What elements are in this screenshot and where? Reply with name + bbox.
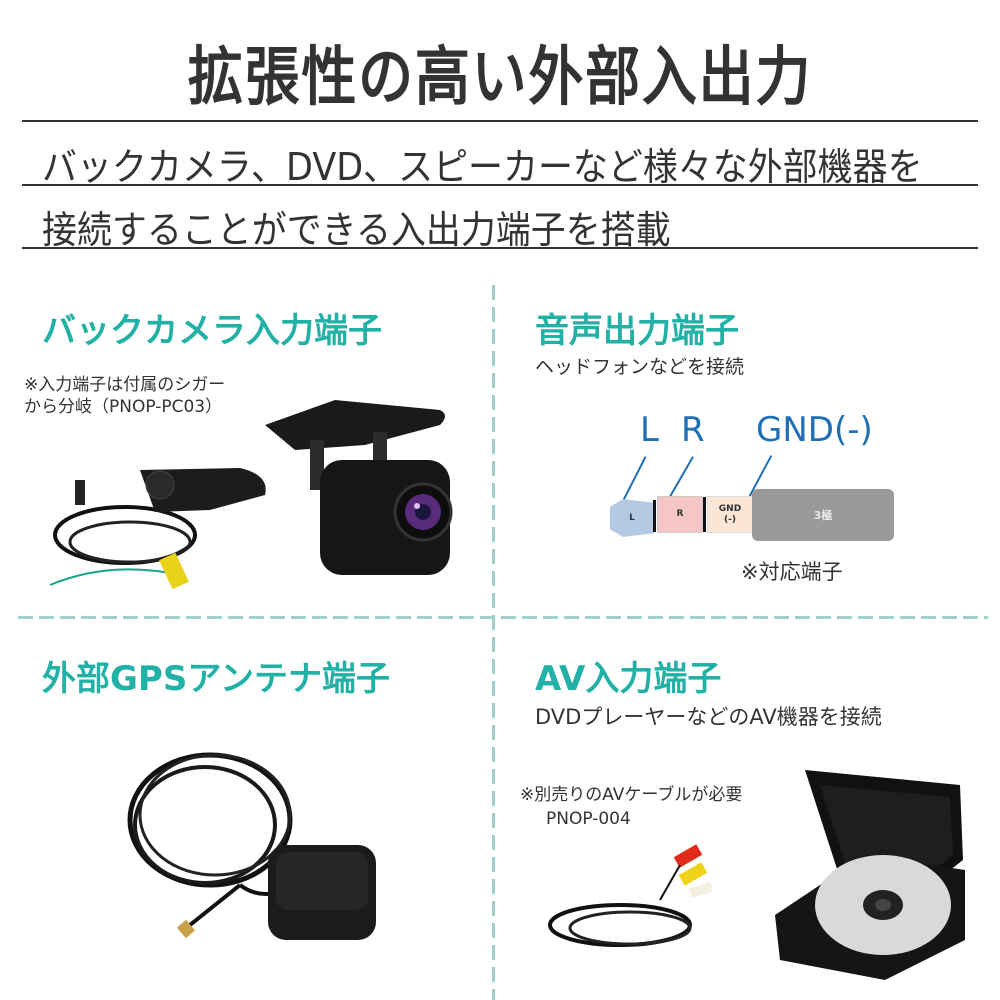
- divider: [22, 184, 978, 186]
- section-subtitle: ヘッドフォンなどを接続: [535, 356, 745, 378]
- leader-line-l: [621, 456, 647, 504]
- lead-text-line-1: バックカメラ、DVD、スピーカーなど様々な外部機器を: [42, 145, 923, 189]
- section-title: 音声出力端子: [535, 311, 739, 351]
- note-line-2: から分岐（PNOP-PC03）: [24, 397, 223, 417]
- page-title: 拡張性の高い外部入出力: [187, 41, 813, 115]
- label-r: R: [681, 410, 705, 450]
- segment-gnd-label: GND: [718, 503, 742, 514]
- horizontal-dashed-divider: [18, 616, 988, 619]
- section-title: AV入力端子: [535, 659, 722, 699]
- divider: [22, 120, 978, 122]
- segment-r: R: [657, 496, 703, 533]
- segment-gnd: GND (-): [707, 496, 753, 533]
- section-subtitle: DVDプレーヤーなどのAV機器を接続: [535, 705, 882, 729]
- label-gnd: GND(-): [756, 410, 873, 450]
- plug-body: 3極: [752, 489, 894, 541]
- note-line-2: PNOP-004: [546, 809, 631, 829]
- insulator-ring: [653, 500, 656, 532]
- lead-text-line-2: 接続することができる入出力端子を搭載: [42, 208, 671, 252]
- gps-antenna-photo: [127, 752, 376, 940]
- note-line-1: ※別売りのAVケーブルが必要: [520, 785, 743, 805]
- label-l: L: [640, 410, 659, 450]
- dvd-player-photo: [775, 770, 965, 980]
- insulator-ring: [703, 497, 706, 532]
- diagram-caption: ※対応端子: [741, 560, 843, 584]
- cigar-socket-cable-photo: [49, 468, 266, 590]
- back-camera-photo: [265, 400, 453, 575]
- vertical-dashed-divider: [492, 285, 495, 1000]
- note-line-1: ※入力端子は付属のシガー: [24, 375, 226, 395]
- divider: [22, 247, 978, 249]
- segment-gnd-sign: (-): [724, 514, 736, 525]
- av-cable-photo: [548, 844, 713, 947]
- section-title: 外部GPSアンテナ端子: [42, 659, 390, 699]
- segment-l: L: [610, 499, 654, 537]
- section-title: バックカメラ入力端子: [42, 311, 382, 351]
